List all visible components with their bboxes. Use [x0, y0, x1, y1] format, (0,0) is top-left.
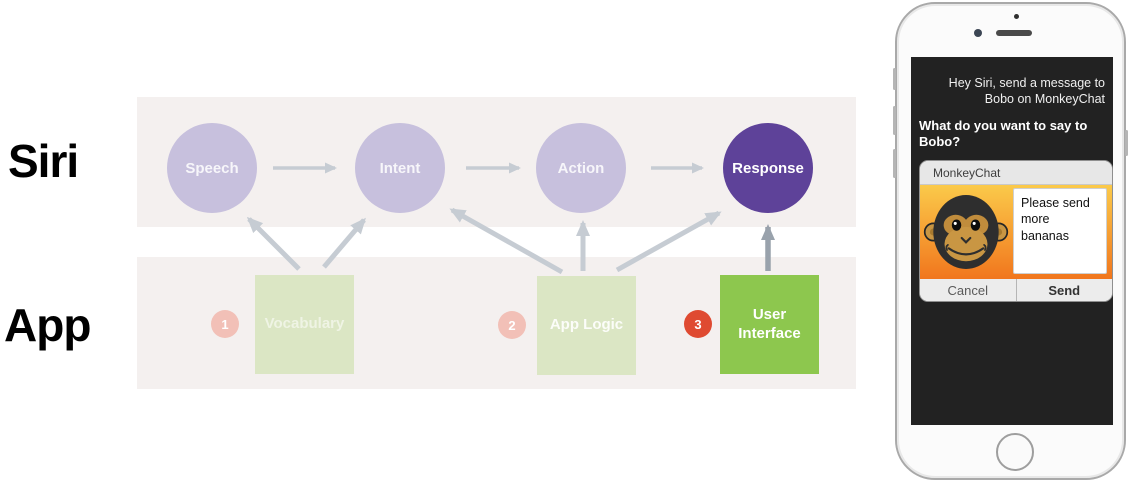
- step-badge-1-number: 1: [221, 316, 229, 332]
- node-speech-label: Speech: [185, 159, 239, 177]
- mute-switch: [893, 68, 896, 90]
- card-body: Please send more bananas: [920, 185, 1112, 279]
- home-button[interactable]: [996, 433, 1034, 471]
- monkey-avatar-icon: [923, 195, 1009, 269]
- volume-up-button: [893, 106, 896, 135]
- volume-down-button: [893, 149, 896, 178]
- message-content-field[interactable]: Please send more bananas: [1013, 188, 1107, 274]
- node-speech: Speech: [167, 123, 257, 213]
- step-badge-3-number: 3: [694, 316, 702, 332]
- step-badge-1: 1: [211, 310, 239, 338]
- node-app-logic-label: App Logic: [549, 316, 624, 334]
- node-user-interface: User Interface: [720, 275, 819, 374]
- send-button[interactable]: Send: [1048, 283, 1081, 298]
- node-intent: Intent: [355, 123, 445, 213]
- proximity-sensor-dot: [1014, 14, 1019, 19]
- front-camera: [974, 29, 982, 37]
- cancel-button[interactable]: Cancel: [920, 279, 1017, 301]
- node-vocabulary-label: Vocabulary: [264, 315, 345, 333]
- app-row-label: App: [4, 299, 91, 351]
- siri-prompt-text: What do you want to say to Bobo?: [919, 118, 1088, 150]
- siri-user-query: Hey Siri, send a message to Bobo on Monk…: [948, 76, 1105, 106]
- earpiece-speaker: [996, 30, 1032, 36]
- monkeychat-intent-card: MonkeyChat: [919, 160, 1113, 302]
- card-footer: Cancel Send: [920, 279, 1112, 301]
- node-vocabulary: Vocabulary: [255, 275, 354, 374]
- node-response-label: Response: [732, 159, 804, 177]
- card-app-name: MonkeyChat: [920, 161, 1112, 185]
- node-response: Response: [723, 123, 813, 213]
- node-app-logic: App Logic: [537, 276, 636, 375]
- node-intent-label: Intent: [379, 159, 421, 177]
- power-button: [1125, 130, 1128, 156]
- step-badge-2-number: 2: [508, 317, 516, 333]
- phone-screen: Hey Siri, send a message to Bobo on Monk…: [911, 57, 1113, 425]
- node-action: Action: [536, 123, 626, 213]
- step-badge-3: 3: [684, 310, 712, 338]
- siri-row-label: Siri: [8, 135, 79, 187]
- node-user-interface-label: User Interface: [738, 305, 801, 342]
- step-badge-2: 2: [498, 311, 526, 339]
- iphone-frame: Hey Siri, send a message to Bobo on Monk…: [893, 2, 1128, 480]
- node-action-label: Action: [557, 159, 605, 177]
